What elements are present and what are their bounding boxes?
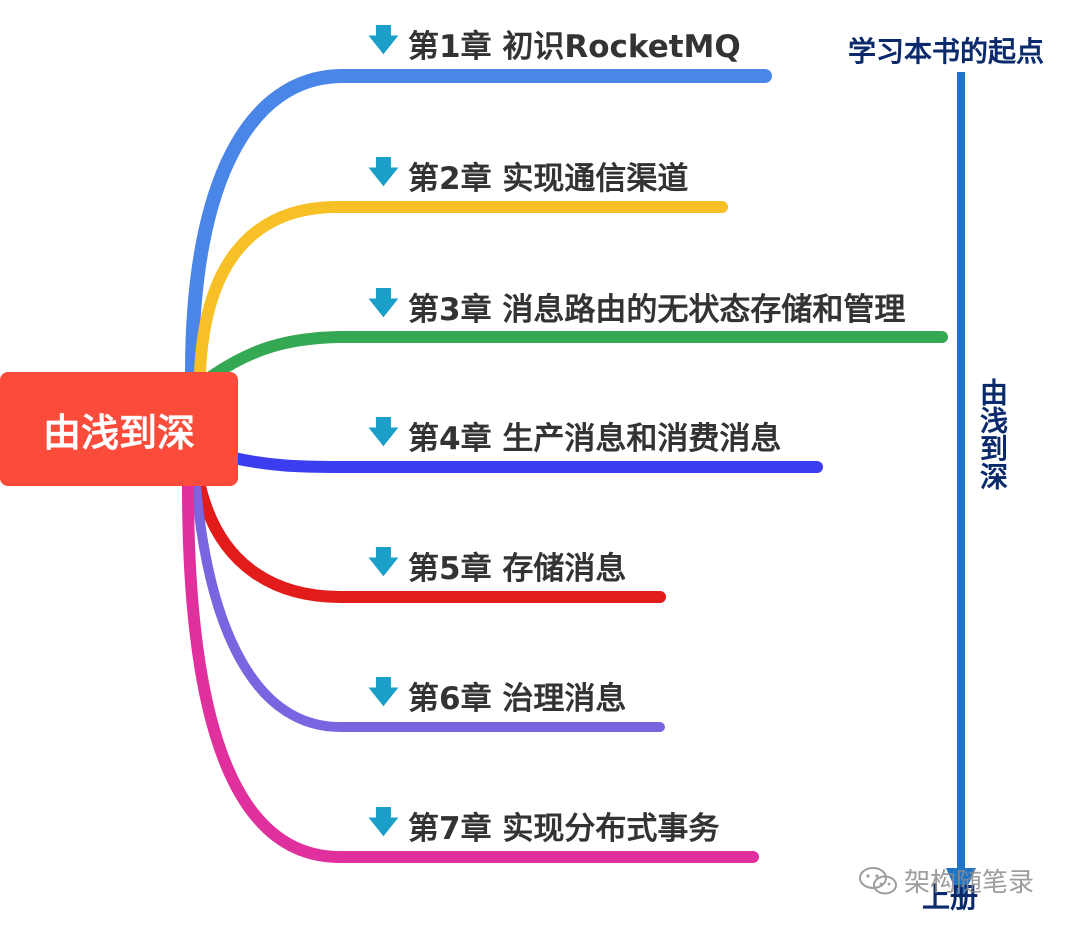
branch-3-connector [206,331,948,382]
down-arrow-icon: 🡇 [368,286,399,321]
watermark-text: 架构随笔录 [904,868,1035,898]
branch-6-text: 第6章 治理消息 [408,681,627,717]
branch-1-text: 第1章 初识RocketMQ [408,29,741,65]
branch-2-label[interactable]: 🡇 第2章 实现通信渠道 [368,150,688,201]
down-arrow-icon: 🡇 [368,545,399,580]
down-arrow-icon: 🡇 [368,155,399,190]
branch-1-label[interactable]: 🡇 第1章 初识RocketMQ [368,18,741,69]
progress-arrow-shaft [957,72,965,872]
root-label: 由浅到深 [42,410,195,455]
progress-arrow-head [946,868,976,902]
branch-3-label[interactable]: 🡇 第3章 消息路由的无状态存储和管理 [368,281,905,332]
branch-6-connector [191,481,665,732]
branch-4-label[interactable]: 🡇 第4章 生产消息和消费消息 [368,410,781,461]
down-arrow-icon: 🡇 [368,675,399,710]
branch-7-label[interactable]: 🡇 第7章 实现分布式事务 [368,800,719,851]
branch-3-text: 第3章 消息路由的无状态存储和管理 [408,292,906,328]
branch-4-text: 第4章 生产消息和消费消息 [408,421,782,457]
watermark: 架构随笔录 [858,862,1034,899]
branch-1-connector [185,69,772,379]
down-arrow-icon: 🡇 [368,805,399,840]
branch-2-connector [194,201,728,378]
branch-5-text: 第5章 存储消息 [408,551,627,587]
side-top-label: 学习本书的起点 [848,35,1045,68]
side-bottom-label: 上册 [922,881,979,914]
branch-7-connector [182,480,759,863]
branch-5-connector [194,480,666,603]
branch-7-text: 第7章 实现分布式事务 [408,811,720,847]
branch-2-text: 第2章 实现通信渠道 [408,161,689,197]
branch-4-connector [228,452,823,473]
branch-6-label[interactable]: 🡇 第6章 治理消息 [368,670,626,721]
down-arrow-icon: 🡇 [368,23,399,58]
branch-5-label[interactable]: 🡇 第5章 存储消息 [368,540,626,591]
root-node[interactable]: 由浅到深 [0,372,238,486]
side-middle-label: 由浅到深 [976,378,1009,490]
wechat-icon [859,866,897,894]
down-arrow-icon: 🡇 [368,415,399,450]
